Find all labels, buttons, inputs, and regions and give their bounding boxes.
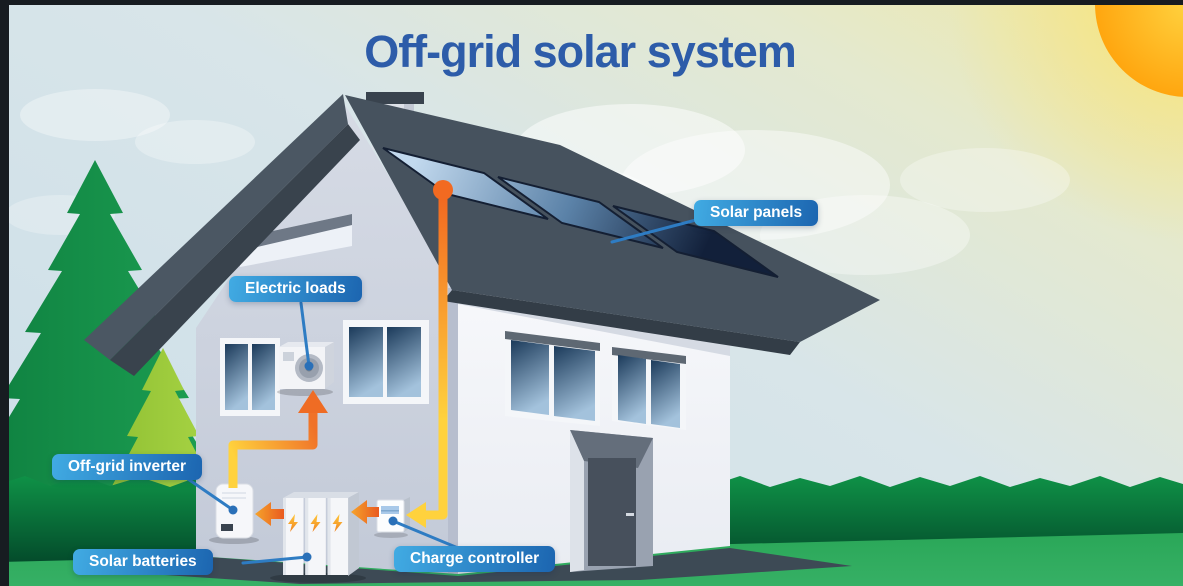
page-title: Off-grid solar system <box>364 26 797 77</box>
flow-arrow-battery-to-inverter <box>255 502 284 526</box>
battery-bank-icon <box>270 492 366 583</box>
callout-connectors <box>186 218 698 565</box>
front-door <box>570 430 653 572</box>
flow-arrow-inverter-to-loads <box>228 390 328 488</box>
gable-window-left <box>220 338 280 416</box>
connector-dots <box>228 361 398 562</box>
top-border <box>0 0 1183 5</box>
lightning-bolt-icon <box>310 514 321 532</box>
callout-electric-loads: Electric loads <box>229 276 362 302</box>
left-border <box>0 0 9 586</box>
flow-arrow-controller-to-battery <box>351 500 379 524</box>
attic-window <box>240 214 352 267</box>
callout-solar-batteries: Solar batteries <box>73 549 213 575</box>
house <box>84 92 880 574</box>
wall-corner-shade <box>448 288 458 574</box>
callout-off-grid-inverter: Off-grid inverter <box>52 454 202 480</box>
flow-arrow-panel-to-controller <box>406 180 453 528</box>
front-window-left <box>505 331 600 426</box>
sun-icon <box>1095 0 1183 97</box>
lightning-bolt-icon <box>288 514 298 532</box>
solar-panels-icon <box>382 147 779 278</box>
gable-window-right <box>343 320 429 404</box>
house-ground-shadow <box>90 548 852 584</box>
callout-solar-panels: Solar panels <box>694 200 819 226</box>
front-window-right <box>612 347 686 430</box>
gable-wall <box>196 105 458 574</box>
callout-charge-controller: Charge controller <box>394 546 556 572</box>
lightning-bolt-icon <box>332 514 343 532</box>
